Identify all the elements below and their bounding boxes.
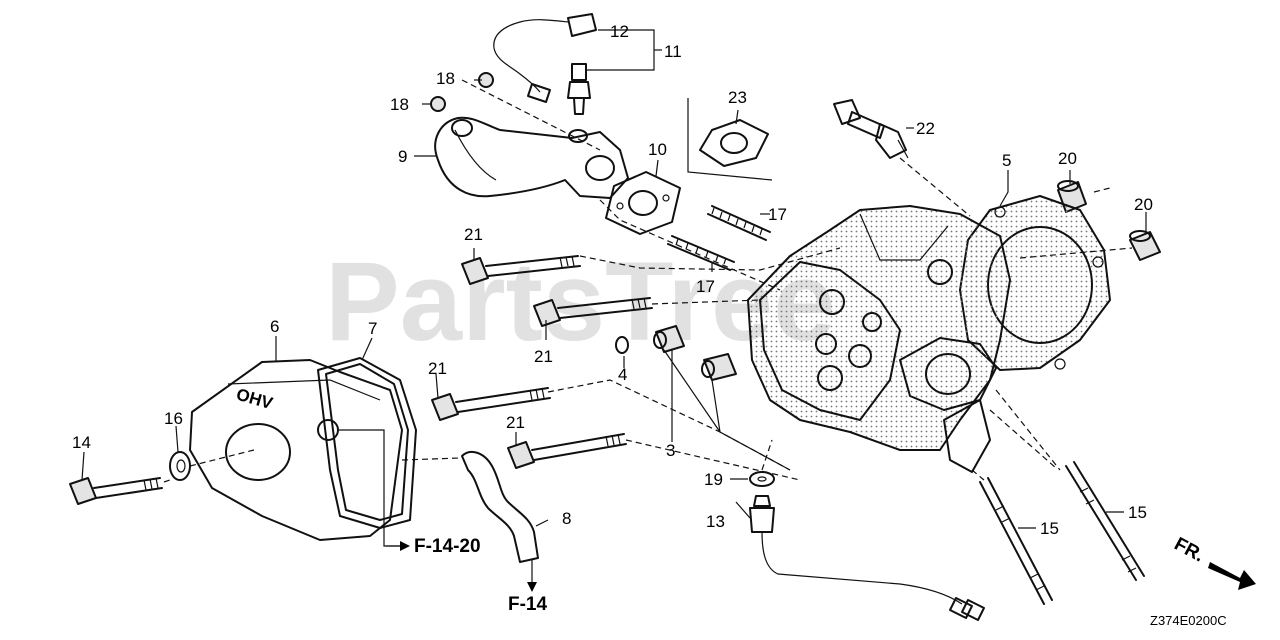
exhaust-gasket[interactable] [605,171,681,235]
intake-insulator-gasket[interactable] [687,98,773,181]
callout-19: 19 [704,470,723,489]
callout-3: 3 [666,441,675,460]
arrow-to-f-14-20 [400,541,410,551]
dowel-pin-2[interactable] [1129,230,1161,261]
callout-21-a: 21 [464,225,483,244]
stud-bolt-upper[interactable] [707,205,771,241]
callout-15-right: 15 [1128,503,1147,522]
head-stud-2[interactable] [1065,461,1145,581]
cover-bolt[interactable] [69,477,163,505]
oil-pressure-switch[interactable] [749,495,985,621]
callout-4: 4 [618,365,627,384]
stud-bolt-lower[interactable] [667,235,735,271]
cylinder-head-cover[interactable]: OHV [189,359,403,541]
callout-18-upper: 18 [436,69,455,88]
sealing-washer[interactable] [169,451,191,481]
callout-16: 16 [164,409,183,428]
callout-11: 11 [664,42,682,61]
callout-21-d: 21 [506,413,525,432]
cylinder-head[interactable] [747,205,1011,473]
callout-labels: 12 11 18 18 9 10 23 17 17 22 5 20 20 21 … [72,22,1153,538]
callout-22: 22 [916,119,935,138]
reference-f-14-20[interactable]: F-14-20 [414,536,481,557]
exhaust-manifold[interactable] [434,116,629,199]
callout-21-c: 21 [428,359,447,378]
flange-nut-lower[interactable] [430,96,446,112]
head-cover-gasket[interactable] [317,357,417,529]
callout-7: 7 [368,319,377,338]
head-stud-1[interactable] [979,477,1053,605]
arrow-to-f-14 [527,582,537,592]
callout-12: 12 [610,22,629,41]
callout-8: 8 [562,509,571,528]
leader-lines [81,29,1147,584]
o-ring[interactable] [615,336,629,354]
breather-tube[interactable] [461,450,539,563]
callout-17-upper: 17 [768,205,787,224]
ohv-embossing: OHV [234,385,275,414]
front-arrow-icon [1208,562,1256,590]
dowel-pin-head-a[interactable] [653,325,685,353]
callout-15-left: 15 [1040,519,1059,538]
diagram-code: Z374E0200C [1150,613,1227,628]
callout-23: 23 [728,88,747,107]
flange-bolt-4[interactable] [507,433,627,469]
sealing-washer-small[interactable] [749,471,775,487]
callout-13: 13 [706,512,725,531]
flange-bolt-3[interactable] [431,387,551,421]
flange-bolt-2[interactable] [533,297,653,327]
flange-bolt-1[interactable] [461,255,581,285]
reference-f-14[interactable]: F-14 [508,594,548,615]
direction-label: FR. [1171,534,1208,567]
callout-14: 14 [72,433,91,452]
callout-18-lower: 18 [390,95,409,114]
callout-6: 6 [270,317,279,336]
callout-10: 10 [648,140,667,159]
callout-9: 9 [398,147,407,166]
callout-17-lower: 17 [696,277,715,296]
dowel-pin-head-b[interactable] [701,353,737,381]
callout-5: 5 [1002,151,1011,170]
spark-plug[interactable] [833,99,909,159]
callout-21-b: 21 [534,347,553,366]
front-direction-indicator: FR. [1171,534,1256,590]
oxygen-sensor-assembly[interactable] [493,13,597,115]
callout-20-left: 20 [1058,149,1077,168]
callout-20-right: 20 [1134,195,1153,214]
